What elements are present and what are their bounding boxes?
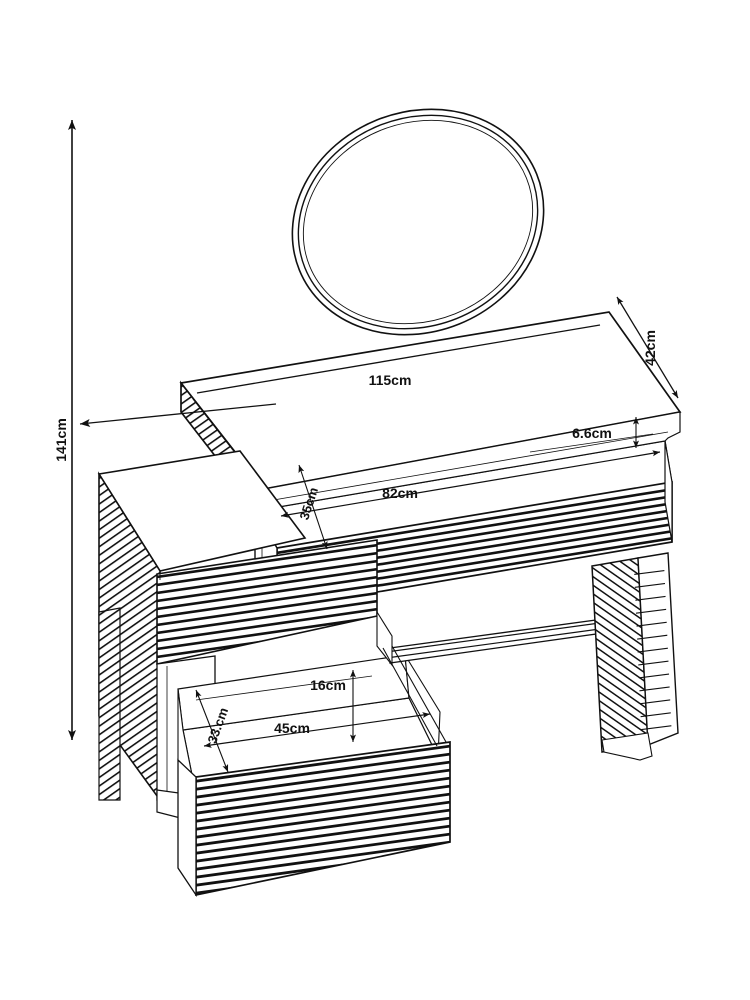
dimension-top-depth: 42cm bbox=[616, 296, 679, 399]
label-lower-drawer-width: 45cm bbox=[274, 720, 310, 736]
dimension-upper-drawer-width: 82cm bbox=[280, 450, 661, 518]
oval-mirror bbox=[291, 108, 545, 336]
label-upper-drawer-width: 82cm bbox=[382, 485, 418, 501]
label-top-width: 115cm bbox=[369, 372, 412, 388]
dimension-upper-drawer-height: 6.6cm bbox=[529, 417, 654, 453]
dimension-top-width: 115cm bbox=[196, 324, 601, 394]
dimension-overall-height: 141cm bbox=[53, 120, 277, 740]
right-leg-panel bbox=[591, 552, 679, 761]
dimension-lower-drawer-width: 45cm bbox=[203, 712, 431, 748]
lower-drawer-open bbox=[177, 654, 451, 898]
label-lower-drawer-height: 16cm bbox=[310, 677, 346, 693]
label-top-depth: 42cm bbox=[642, 330, 658, 366]
label-upper-drawer-height: 6.6cm bbox=[572, 425, 612, 441]
label-overall-height: 141cm bbox=[53, 418, 69, 462]
